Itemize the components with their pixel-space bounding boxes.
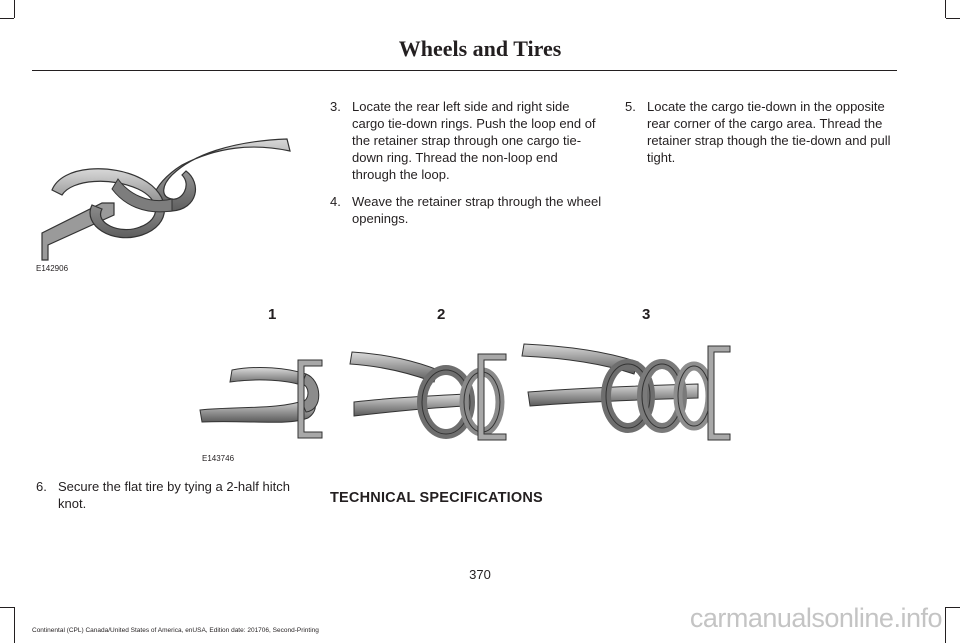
step-5: 5. Locate the cargo tie-down in the oppo…: [625, 98, 897, 166]
panel-label-1: 1: [268, 306, 277, 323]
crop-mark-bottom-right-v: [945, 607, 946, 643]
strap-tie-down-illustration: [41, 138, 291, 261]
figure-code-e142906: E142906: [36, 264, 69, 273]
crop-mark-bottom-right-h: [946, 607, 960, 608]
page-number: 370: [469, 567, 491, 582]
knot-panel-3: [521, 343, 731, 441]
step-5-number: 5.: [625, 99, 636, 114]
step-6-number: 6.: [36, 479, 47, 494]
step-5-text: Locate the cargo tie-down in the opposit…: [647, 99, 891, 165]
crop-mark-top-left-h: [0, 18, 14, 19]
page-header-title: Wheels and Tires: [398, 36, 562, 61]
step-4-text: Weave the retainer strap through the whe…: [352, 194, 602, 226]
step-4: 4. Weave the retainer strap through the …: [330, 193, 602, 227]
step-6: 6. Secure the flat tire by tying a 2-hal…: [36, 478, 306, 512]
crop-mark-top-right-v: [945, 0, 946, 18]
knot-panel-2: [349, 351, 507, 441]
steps-column-2: 3. Locate the rear left side and right s…: [330, 98, 602, 237]
steps-column-3: 5. Locate the cargo tie-down in the oppo…: [625, 98, 897, 176]
panel-label-3: 3: [642, 306, 651, 323]
steps-column-1: 6. Secure the flat tire by tying a 2-hal…: [36, 478, 306, 522]
step-6-text: Secure the flat tire by tying a 2-half h…: [58, 479, 290, 511]
knot-sequence-illustration: [199, 343, 731, 441]
footer-edition-text: Continental (CPL) Canada/United States o…: [32, 627, 319, 634]
crop-mark-top-left-v: [14, 0, 15, 18]
panel-label-2: 2: [437, 306, 446, 323]
step-3-number: 3.: [330, 99, 341, 114]
step-3-text: Locate the rear left side and right side…: [352, 99, 596, 182]
step-4-number: 4.: [330, 194, 341, 209]
section-heading-technical-specifications: TECHNICAL SPECIFICATIONS: [330, 490, 543, 506]
watermark-text: carmanualsonline.info: [689, 603, 943, 633]
crop-mark-top-right-h: [946, 18, 960, 19]
figure-code-e143746: E143746: [202, 454, 235, 463]
header-rule: [32, 70, 897, 71]
crop-mark-bottom-left-h: [0, 607, 14, 608]
crop-mark-bottom-left-v: [14, 607, 15, 643]
step-3: 3. Locate the rear left side and right s…: [330, 98, 602, 183]
knot-panel-1: [199, 359, 323, 439]
